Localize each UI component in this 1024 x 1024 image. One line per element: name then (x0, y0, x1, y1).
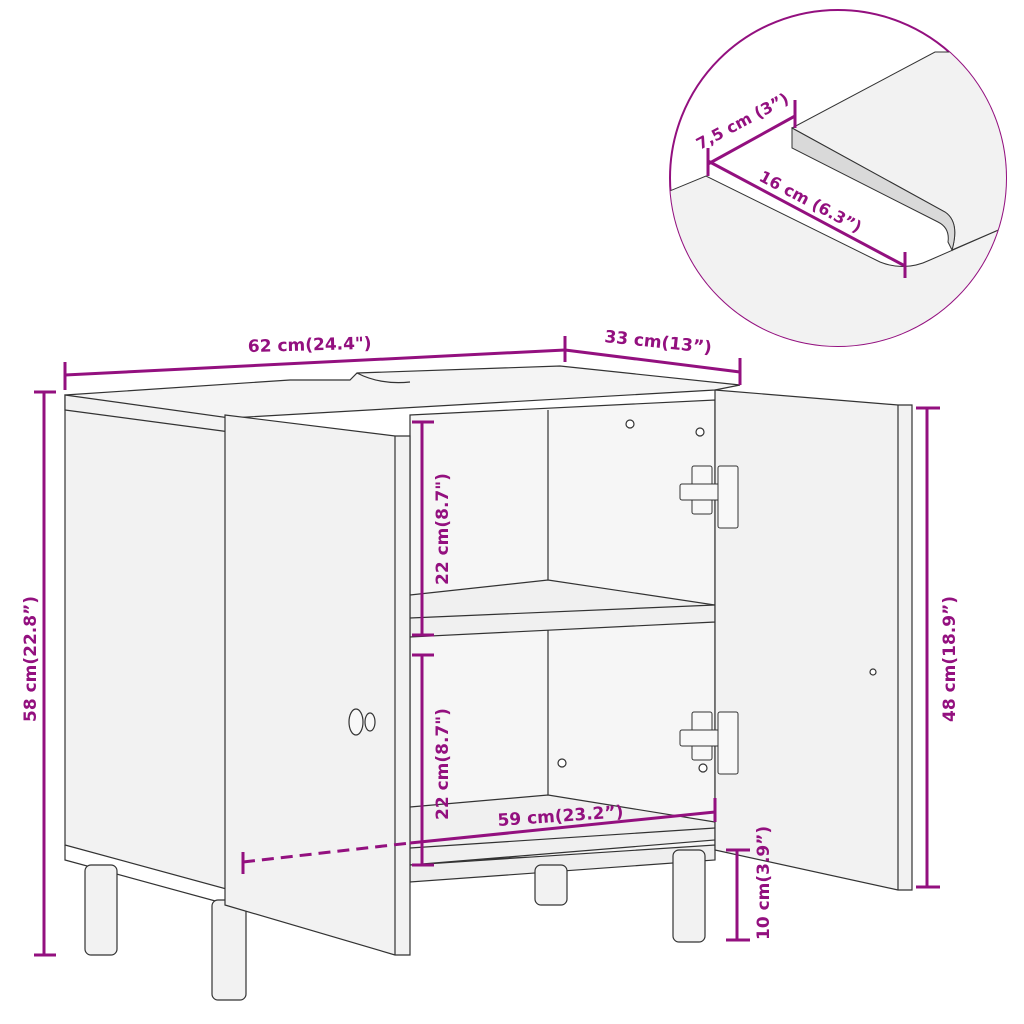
height-label: 58 cm(22.8”) (21, 596, 41, 722)
upper-hinge-icon (679, 465, 739, 529)
leg-height-label: 10 cm(3.9”) (754, 826, 774, 940)
dimension-lines (34, 336, 940, 957)
door-knob-icon (348, 708, 376, 736)
lower-compartment-label: 22 cm(8.7") (433, 708, 453, 820)
lower-hinge-icon (679, 711, 739, 775)
depth-label: 33 cm(13”) (603, 327, 712, 358)
cabinet (64, 365, 913, 1001)
detail-inset (669, 9, 1007, 347)
upper-compartment-label: 22 cm(8.7") (433, 473, 453, 585)
width-label: 62 cm(24.4") (248, 334, 372, 357)
door-height-label: 48 cm(18.9”) (940, 596, 960, 722)
